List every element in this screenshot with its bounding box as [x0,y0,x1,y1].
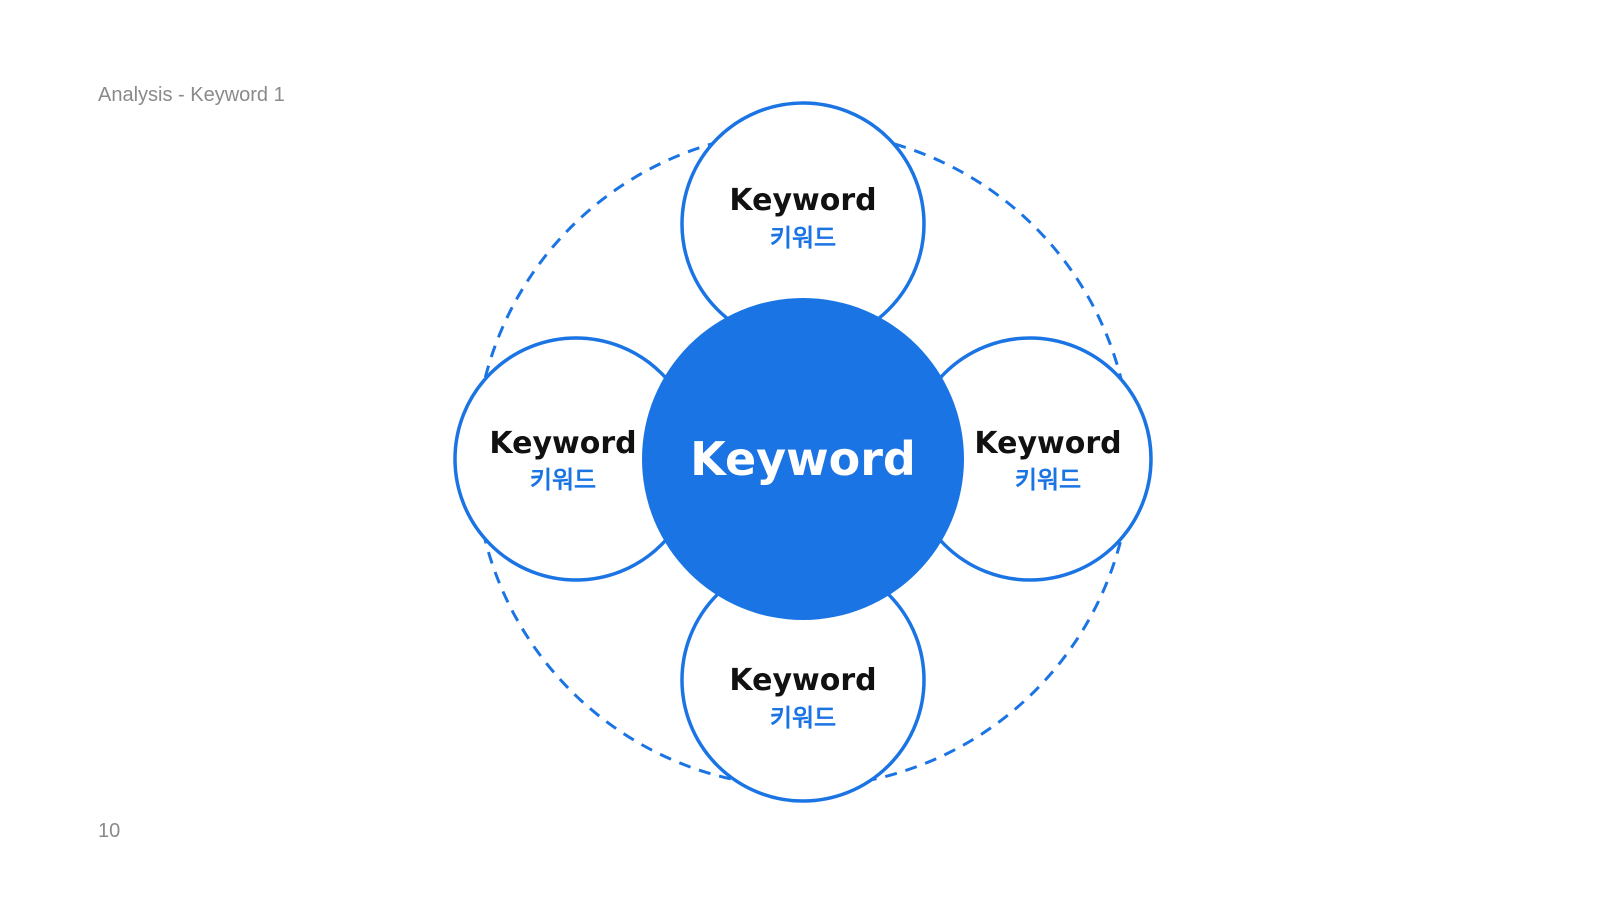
node-sublabel-left: 키워드 [530,466,596,494]
node-label-top: Keyword [729,183,876,218]
center-circle [642,298,964,620]
node-label-bottom: Keyword [729,663,876,698]
node-sublabel-right: 키워드 [1015,466,1081,494]
node-label-left: Keyword [489,426,636,461]
center-label: Keyword [690,432,916,486]
node-sublabel-top: 키워드 [770,224,836,252]
page-number: 10 [98,820,121,842]
node-label-right: Keyword [974,426,1121,461]
slide-title: Analysis - Keyword 1 [98,84,285,106]
node-sublabel-bottom: 키워드 [770,704,836,732]
